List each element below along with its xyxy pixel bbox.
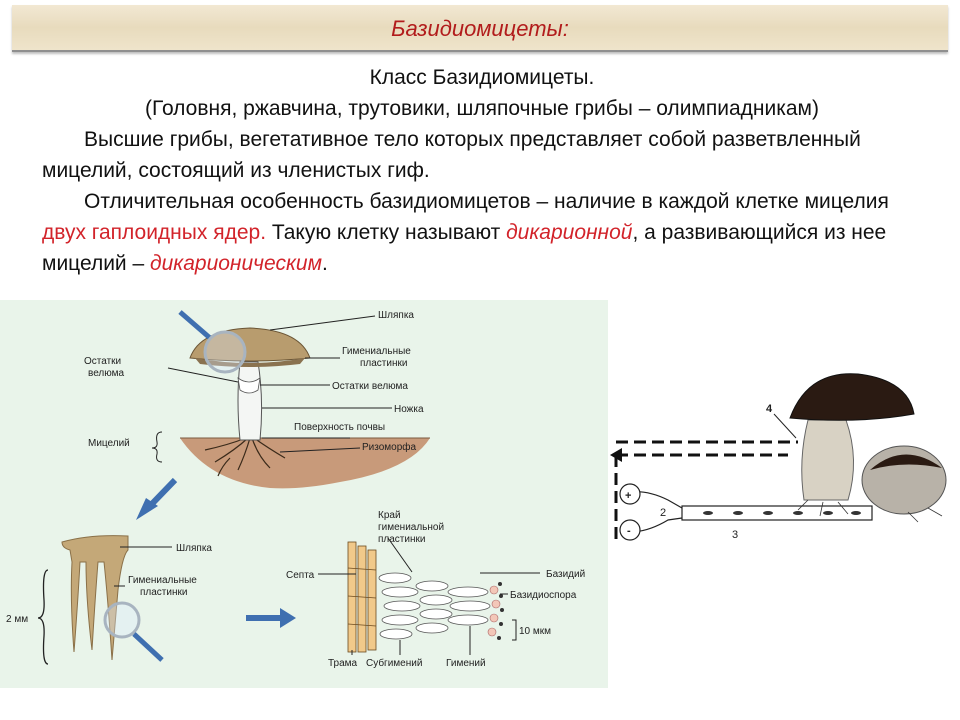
class-title: Класс Базидиомицеты. — [369, 66, 595, 89]
micro-label-edge-2: гимениальной — [378, 522, 444, 533]
p2-term-dikaryon: дикарионной — [506, 221, 633, 244]
section-scale-label: 2 мм — [6, 614, 28, 625]
section-label-gills-2: пластинки — [140, 587, 187, 598]
lifecycle-label-4: 4 — [766, 403, 773, 415]
lifecycle-plus: + — [625, 490, 631, 502]
arrow-to-section-head — [136, 498, 158, 520]
micro-scale-bracket — [512, 619, 517, 641]
section-label-gills-1: Гимениальные — [128, 575, 197, 586]
mushroom-leader-lines — [167, 315, 392, 453]
mushroom-stem — [237, 361, 263, 441]
label-mycelium: Мицелий — [88, 438, 130, 449]
magnifier-handle — [178, 310, 212, 340]
examples-line: (Головня, ржавчина, трутовики, шляпочные… — [145, 97, 819, 120]
lifecycle-label-3: 3 — [732, 529, 738, 541]
micro-label-subhymenium: Субгимений — [366, 657, 422, 669]
magnifier-2-lens — [103, 601, 141, 639]
p2-part-a: Отличительная особенность базидиомицетов… — [84, 190, 889, 213]
hypha-strand — [629, 491, 873, 533]
hymenium-micro — [347, 541, 504, 653]
lifecycle-minus: - — [627, 525, 631, 537]
boletus-small-cap — [870, 454, 942, 470]
label-velum-left-1: Остатки — [84, 356, 121, 367]
label-gills-2: пластинки — [360, 358, 407, 369]
magnifier-lens — [203, 330, 247, 374]
soil-section — [180, 438, 430, 489]
label-rhizomorph: Ризоморфа — [362, 441, 417, 453]
section-label-cap: Шляпка — [176, 543, 212, 554]
micro-label-scale: 10 мкм — [519, 626, 551, 637]
spore-plus — [619, 483, 641, 505]
boletus-grass — [797, 499, 943, 523]
label-velum-right: Остатки велюма — [332, 381, 408, 392]
label-cap: Шляпка — [378, 310, 414, 321]
lifecycle-diagram: + - 2 3 4 — [610, 373, 947, 541]
velum-remnants — [237, 377, 261, 394]
gill-section — [61, 535, 129, 661]
micro-label-septum: Септа — [286, 570, 315, 581]
p2-highlight-nuclei: двух гаплоидных ядер. — [42, 221, 267, 244]
label-stem: Ножка — [394, 404, 424, 415]
p2-part-g: . — [321, 252, 328, 275]
boletus-stem — [801, 419, 854, 501]
paragraph-2: Отличительная особенность базидиомицетов… — [42, 186, 922, 279]
slide-header: Базидиомицеты: — [12, 5, 948, 52]
mushroom-diagram-panel: Шляпка Гимениальные пластинки Остатки ве… — [0, 300, 608, 688]
slide-body-text: Класс Базидиомицеты. (Головня, ржавчина,… — [42, 62, 922, 279]
label-soil: Поверхность почвы — [294, 422, 385, 433]
label-velum-left-2: велюма — [88, 368, 125, 379]
p2-part-c: Такую клетку называют — [266, 221, 507, 244]
mushroom-gills — [195, 358, 305, 367]
micro-label-trama: Трама — [328, 658, 358, 669]
arrow-to-micro-head — [280, 608, 296, 628]
lifecycle-label-2: 2 — [660, 507, 666, 519]
micro-label-edge-3: пластинки — [378, 534, 425, 545]
p2-part-e: , а развивающийся из нее мицелий – — [42, 221, 887, 275]
spore-minus — [619, 519, 641, 541]
mycelium-bracket — [151, 431, 163, 463]
paragraph-1: Высшие грибы, вегетативное тело которых … — [42, 128, 861, 182]
micro-label-hymenium: Гимений — [446, 658, 486, 669]
mushroom-diagram-svg: Шляпка Гимениальные пластинки Остатки ве… — [6, 310, 585, 669]
lifecycle-arrow-head — [610, 448, 622, 462]
micro-leader-edge — [387, 537, 413, 573]
lifecycle-dashed-path — [614, 440, 798, 540]
magnifier-2-handle — [132, 632, 164, 662]
boletus-cap — [789, 373, 915, 421]
slide-title: Базидиомицеты: — [391, 16, 569, 41]
micro-label-basidium: Базидий — [546, 569, 585, 580]
micro-label-basidiospore: Базидиоспора — [510, 590, 577, 601]
micro-label-edge-1: Край — [378, 510, 401, 521]
label-gills-1: Гимениальные — [342, 346, 411, 357]
section-scale-bracket — [37, 569, 49, 665]
p2-term-dikaryotic: дикарионическим — [150, 252, 322, 275]
lifecycle-leader-4 — [773, 413, 797, 439]
